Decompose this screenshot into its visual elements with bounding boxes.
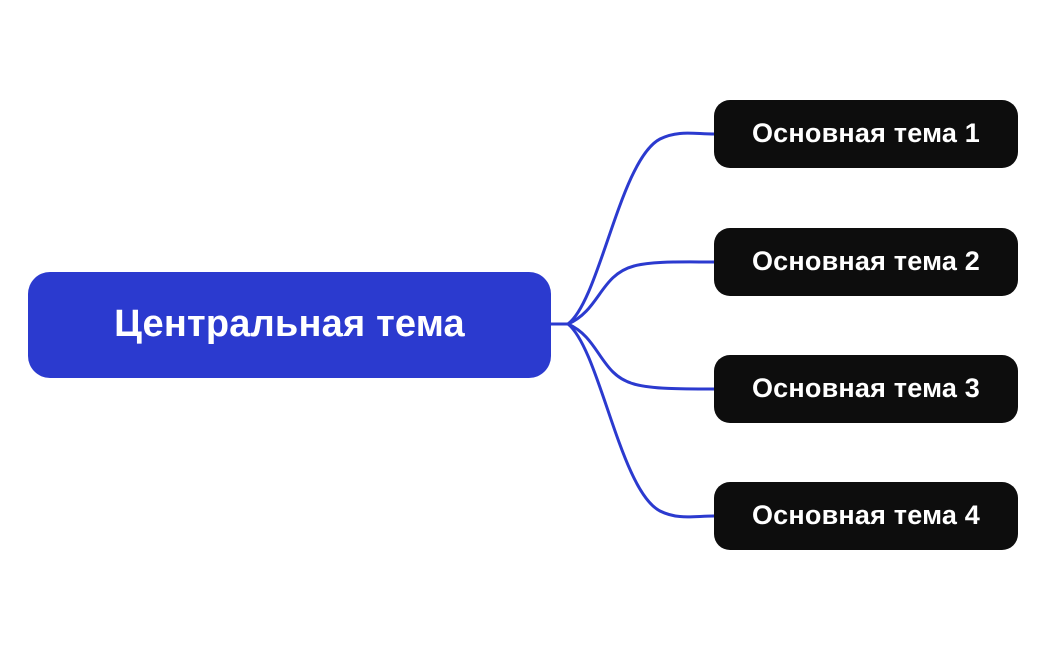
connector-branch-1 xyxy=(566,131,716,326)
branch-label-3: Основная тема 3 xyxy=(751,373,981,404)
connector-branch-3 xyxy=(566,322,716,391)
branch-label-4: Основная тема 4 xyxy=(751,500,981,531)
central-topic-node[interactable]: Центральная тема xyxy=(28,272,551,378)
branch-label-1: Основная тема 1 xyxy=(751,118,981,149)
branch-node-1[interactable]: Основная тема 1 xyxy=(714,100,1018,168)
branch-node-2[interactable]: Основная тема 2 xyxy=(714,228,1018,296)
branch-node-4[interactable]: Основная тема 4 xyxy=(714,482,1018,550)
central-topic-label: Центральная тема xyxy=(114,303,465,346)
branch-node-3[interactable]: Основная тема 3 xyxy=(714,355,1018,423)
connector-branch-2 xyxy=(566,260,716,326)
connector-branch-4 xyxy=(566,322,716,519)
branch-label-2: Основная тема 2 xyxy=(751,246,981,277)
